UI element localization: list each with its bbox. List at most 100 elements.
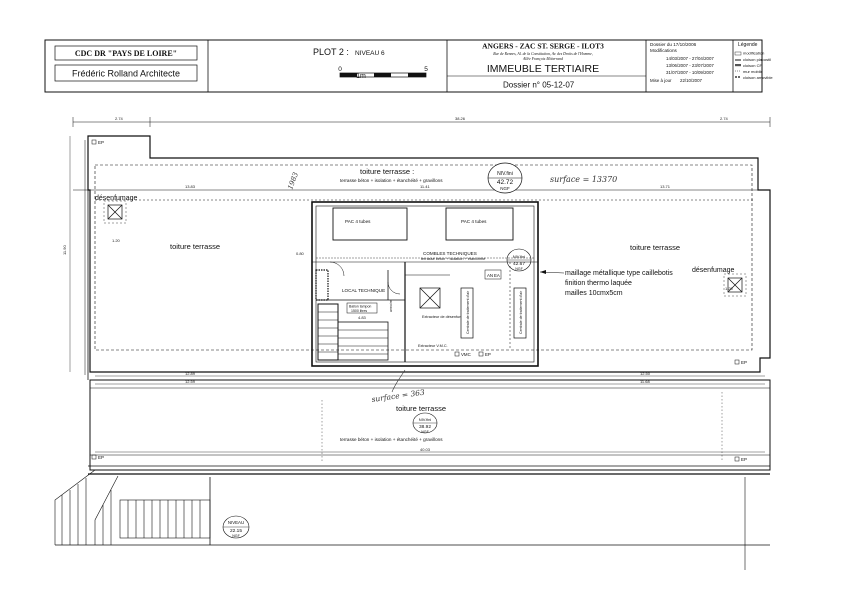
extracteur-label: Extracteur de désenfumage	[422, 315, 469, 319]
legend-item: modification	[743, 51, 764, 56]
dimension-label: 13.71	[660, 184, 671, 189]
roof-desc-top: terrasse béton + isolation + étanchéité …	[340, 178, 443, 183]
svg-text:PAC 4 tubes: PAC 4 tubes	[461, 219, 487, 224]
combles-label: COMBLES TECHNIQUES	[423, 251, 477, 256]
handwritten-surface-top: surface = 13370	[550, 175, 617, 184]
svg-text:1500 litres: 1500 litres	[351, 309, 367, 313]
level-marker-mid: NIV.fini 42.67 NGF	[506, 248, 532, 272]
level-label: NIVEAU 6	[355, 50, 385, 57]
scale-five: 5	[424, 66, 428, 73]
dossier-number: Dossier n° 05-12-07	[503, 81, 575, 90]
dimension-label: 11.90	[62, 245, 67, 255]
an-ea-markers: AN EA	[484, 269, 502, 280]
svg-text:42.67: 42.67	[513, 261, 525, 267]
legend-title: Légende	[738, 42, 758, 48]
ep-marker: EP	[734, 456, 747, 462]
address-line-2: Allée François Mitterrand	[522, 57, 563, 61]
desenfumage-hatch-right	[723, 273, 747, 297]
dimension-label: 1.20	[725, 286, 734, 291]
svg-text:NIV.fini: NIV.fini	[419, 417, 432, 422]
armoire-label: armoire	[389, 300, 393, 312]
dimension-label: 0.80	[296, 251, 305, 256]
local-technique-label: LOCAL TECHNIQUE	[342, 288, 385, 293]
address-line-1: Rue de Rennes, Al. de la Constitution, A…	[492, 52, 593, 57]
svg-text:PAC 4 tubes: PAC 4 tubes	[345, 219, 371, 224]
svg-text:42.72: 42.72	[497, 179, 514, 186]
pac-unit-left: PAC 4 tubes	[332, 207, 408, 241]
dimension-label: 2.74	[115, 116, 124, 121]
svg-text:38.92: 38.92	[419, 424, 431, 430]
centrale-unit-1: Centrale de traitement d'air	[460, 287, 474, 339]
dimension-label: 11.41	[420, 184, 430, 189]
svg-text:EA: EA	[494, 273, 500, 278]
legend-item: cloison placostil	[743, 57, 771, 62]
ep-marker: EP	[734, 359, 747, 365]
svg-text:Ballon tampon: Ballon tampon	[349, 305, 371, 309]
dimension-label: 12.59	[185, 379, 196, 384]
desenfumage-label: désenfumage	[95, 195, 138, 202]
pac-unit-right: PAC 4 tubes	[445, 207, 514, 241]
extracteur-vmc-label: Extracteur V.M.C.	[418, 344, 448, 348]
svg-text:VMC: VMC	[461, 352, 471, 357]
ep-marker: EP	[91, 454, 104, 460]
dossier-date: Dossier du 17/10/2006	[650, 42, 697, 47]
svg-text:Centrale de traitement d'air: Centrale de traitement d'air	[519, 290, 523, 334]
modification-date: 31/07/2007 - 10/09/2007	[666, 70, 714, 75]
centrale-unit-2: Centrale de traitement d'air	[513, 287, 527, 339]
dimension-lines-lower	[69, 136, 765, 462]
svg-text:NIVEAU: NIVEAU	[228, 520, 244, 525]
handwritten-surface-bottom: surface = 363	[371, 388, 425, 404]
legend-item: cloison amovible	[743, 75, 773, 80]
svg-text:NGF: NGF	[421, 430, 429, 434]
roof-label-bottom: toiture terrasse	[396, 404, 446, 413]
svg-text:EP: EP	[485, 352, 491, 357]
roof-label-top: toiture terrasse :	[360, 167, 414, 176]
svg-text:NGF: NGF	[500, 186, 510, 191]
svg-text:NIV.fini: NIV.fini	[513, 254, 526, 259]
legend-swatches	[734, 51, 742, 78]
modification-date: 13/06/2007 - 23/07/2007	[666, 63, 714, 68]
dimension-lines-top	[72, 117, 771, 201]
building-name: IMMEUBLE TERTIAIRE	[487, 63, 599, 75]
svg-text:NGF: NGF	[232, 534, 240, 538]
dimension-label: 38.26	[455, 116, 466, 121]
roof-label-left: toiture terrasse	[170, 242, 220, 251]
level-marker-bottom: NIV.fini 38.92 NGF	[412, 412, 438, 434]
ballon-tampon: Ballon tampon 1500 litres	[346, 302, 378, 314]
roof-desc-bottom: terrasse béton + isolation + étanchéité …	[340, 437, 443, 442]
handwritten-arrow	[391, 369, 406, 393]
maillage-note: maillage métallique type caillebotis	[565, 270, 673, 277]
roof-label-right: toiture terrasse	[630, 243, 680, 252]
svg-text:EP: EP	[98, 455, 104, 460]
dimension-label: 4.83	[358, 315, 367, 320]
svg-text:EP: EP	[98, 140, 104, 145]
dimension-label: 12.50	[640, 371, 651, 376]
ep-marker: EP	[91, 139, 104, 145]
svg-text:NGF: NGF	[515, 267, 523, 271]
svg-text:NIV.fini: NIV.fini	[497, 171, 513, 177]
level-marker-stair: NIVEAU 22.15 NGF	[222, 515, 250, 539]
title-block: CDC DR "PAYS DE LOIRE" Frédéric Rolland …	[44, 39, 773, 93]
vmc-ep-markers: VMC EP	[454, 351, 491, 357]
technical-core	[311, 201, 539, 367]
handwritten-note: 1983	[286, 171, 300, 191]
dimension-label: 1.20	[112, 238, 121, 243]
dimension-label: 11.68	[640, 379, 650, 384]
modification-date: 14/03/2007 - 27/04/2007	[666, 56, 714, 61]
scale-zero: 0	[338, 66, 342, 73]
update-label: Mise à jour	[650, 78, 672, 83]
modifications-label: Modifications	[650, 48, 678, 53]
legend-item: cloison CF	[743, 63, 762, 68]
maillage-note: finition thermo laquée	[565, 280, 632, 287]
svg-text:22.15: 22.15	[230, 528, 242, 534]
dimension-label: 40.03	[420, 447, 431, 452]
svg-text:Centrale de traitement d'air: Centrale de traitement d'air	[466, 290, 470, 334]
scale-unit: 1m	[356, 73, 366, 80]
dimension-label: 2.74	[720, 116, 729, 121]
project-title: ANGERS - ZAC ST. SERGE - ILOT3	[482, 42, 604, 51]
dimension-label: 12.89	[185, 371, 196, 376]
scale-bar	[339, 72, 427, 78]
level-marker-top: NIV.fini 42.72 NGF	[487, 162, 523, 194]
legend-item: mur mobile	[743, 69, 764, 74]
